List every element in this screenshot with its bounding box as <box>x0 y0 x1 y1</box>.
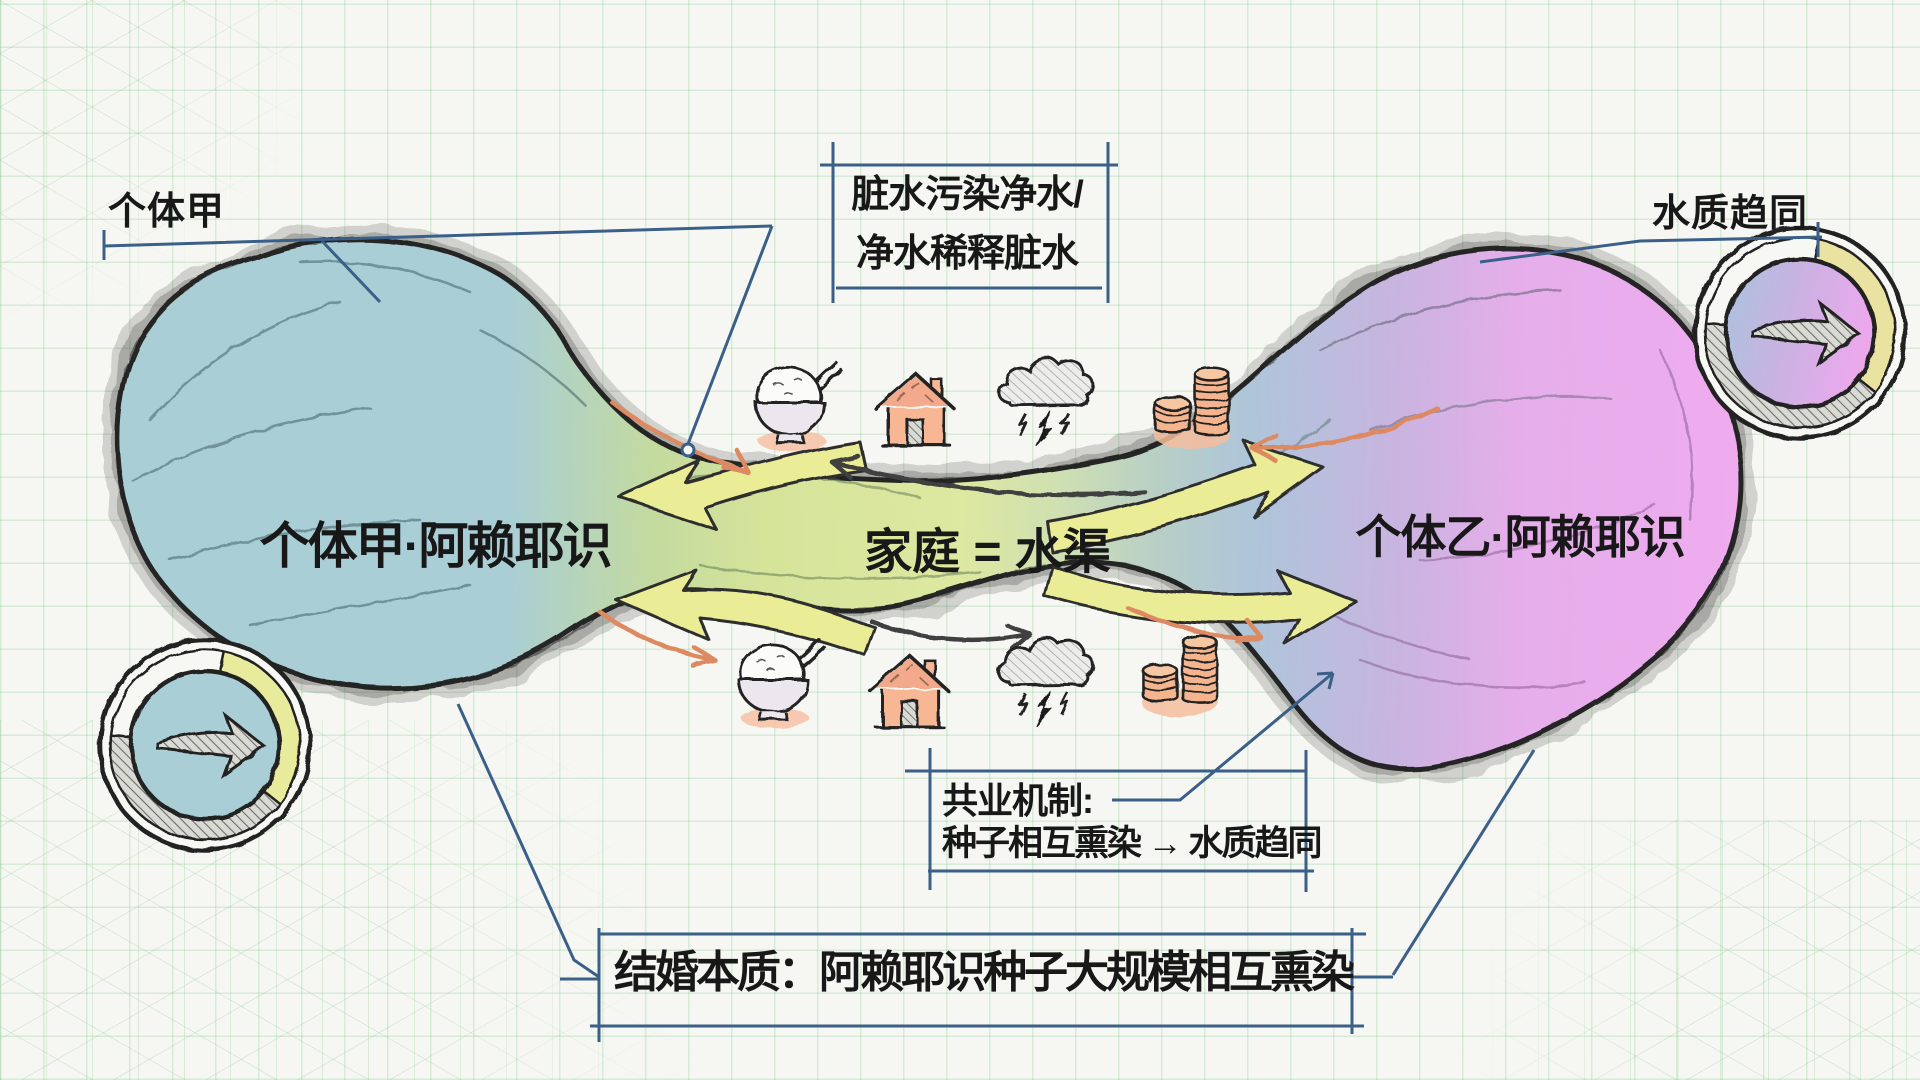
blob-a-title: 个体甲·阿赖耶识 <box>259 518 613 574</box>
yellow-arrow-right-bottom <box>1042 564 1359 647</box>
marriage-box-frame <box>560 928 1393 1042</box>
blob-b-title: 个体乙·阿赖耶识 <box>1355 511 1685 563</box>
channel-title: 家庭 = 水渠 <box>864 526 1111 579</box>
house-icon <box>867 653 950 729</box>
house-icon <box>873 371 956 447</box>
marriage-essence-box: 结婚本质：阿赖耶识种子大规模相互熏染 <box>614 948 1355 997</box>
dark-arrow-2 <box>869 619 1033 652</box>
salmon-arrow-2 <box>1249 405 1440 463</box>
yellow-arrow-left-top <box>618 440 868 532</box>
karma-box-frame <box>905 748 1314 892</box>
top-box-frame <box>820 142 1118 303</box>
salmon-arrow-3 <box>1125 605 1265 644</box>
salmon-arrow-4 <box>597 609 718 668</box>
mix-gauge-left <box>97 637 313 853</box>
water-quality-underline <box>1479 222 1823 264</box>
marriage-right-connector <box>1391 749 1536 976</box>
gauge-left-arrow-icon <box>155 711 267 780</box>
dilution-line: 净水稀释脏水 <box>855 232 1079 275</box>
connector-dot <box>680 442 696 458</box>
yellow-arrow-left-bottom <box>614 568 878 658</box>
dark-arrow-1 <box>829 453 1148 498</box>
water-shape <box>101 223 1756 785</box>
label-a-branch <box>320 239 382 304</box>
marriage-left-connector <box>456 703 600 979</box>
label-a-underline <box>102 224 773 260</box>
karma-box-heading: 共业机制: <box>942 780 1094 821</box>
salmon-arrow-1 <box>609 399 751 475</box>
pollution-dilution-box: 脏水污染净水/ 净水稀释脏水 <box>812 166 1122 284</box>
label-a-diagonal <box>686 225 774 445</box>
label-individual-a: 个体甲 <box>108 191 226 233</box>
pollution-line: 脏水污染净水/ <box>851 174 1084 216</box>
micro-flow-arrows <box>597 399 1440 668</box>
rice-bowl-icon <box>754 360 843 453</box>
storm-cloud-icon <box>997 356 1095 448</box>
storm-cloud-icon <box>997 636 1095 728</box>
label-water-quality: 水质趋同 <box>1652 193 1809 235</box>
mix-gauge-right <box>1692 225 1908 441</box>
callout-lines <box>102 142 1823 1042</box>
rice-bowl-icon <box>737 637 826 730</box>
exchange-arrows <box>614 438 1359 658</box>
coin-stacks-icon <box>1140 634 1220 719</box>
iso-grid-bottom-right <box>1400 820 1920 1080</box>
gauge-right-arrow-icon <box>1750 299 1862 368</box>
yellow-arrow-right-top <box>1046 438 1324 554</box>
karma-connector <box>1112 671 1335 802</box>
karma-box-detail: 种子相互熏染 → 水质趋同 <box>942 824 1322 863</box>
